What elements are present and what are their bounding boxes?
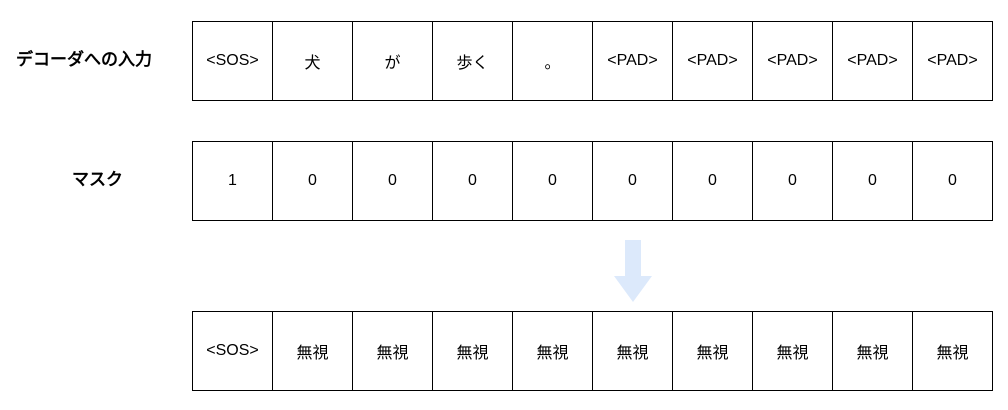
- mask-cell: 1: [193, 141, 273, 221]
- masked-result-cell: 無視: [273, 311, 353, 391]
- decoder-input-cell: <PAD>: [753, 21, 833, 101]
- decoder-input-cell: が: [353, 21, 433, 101]
- masked-result-cell: <SOS>: [193, 311, 273, 391]
- decoder-input-cell: 犬: [273, 21, 353, 101]
- mask-cell: 0: [593, 141, 673, 221]
- masked-result-cell: 無視: [353, 311, 433, 391]
- masked-result-cell: 無視: [753, 311, 833, 391]
- decoder-input-cell: <PAD>: [833, 21, 913, 101]
- mask-cell: 0: [753, 141, 833, 221]
- masked-result-cell: 無視: [833, 311, 913, 391]
- decoder-input-cell: 。: [513, 21, 593, 101]
- mask-row: 1 0 0 0 0 0 0 0 0 0: [192, 141, 993, 221]
- decoder-input-row: <SOS> 犬 が 歩く 。 <PAD> <PAD> <PAD> <PAD> <…: [192, 21, 993, 101]
- masked-result-cell: 無視: [433, 311, 513, 391]
- decoder-input-cell: 歩く: [433, 21, 513, 101]
- masked-result-cell: 無視: [593, 311, 673, 391]
- down-arrow-icon: [614, 240, 652, 302]
- mask-cell: 0: [353, 141, 433, 221]
- mask-cell: 0: [513, 141, 593, 221]
- decoder-input-label: デコーダへの入力: [16, 50, 152, 70]
- decoder-input-cell: <PAD>: [913, 21, 993, 101]
- mask-cell: 0: [673, 141, 753, 221]
- masked-result-cell: 無視: [913, 311, 993, 391]
- masked-result-cell: 無視: [673, 311, 753, 391]
- decoder-input-cell: <PAD>: [593, 21, 673, 101]
- mask-label: マスク: [72, 170, 123, 190]
- mask-cell: 0: [273, 141, 353, 221]
- masked-result-cell: 無視: [513, 311, 593, 391]
- decoder-input-cell: <SOS>: [193, 21, 273, 101]
- masked-result-row: <SOS> 無視 無視 無視 無視 無視 無視 無視 無視 無視: [192, 311, 993, 391]
- mask-cell: 0: [433, 141, 513, 221]
- mask-cell: 0: [833, 141, 913, 221]
- down-arrow-shape: [614, 240, 652, 302]
- decoder-input-cell: <PAD>: [673, 21, 753, 101]
- mask-cell: 0: [913, 141, 993, 221]
